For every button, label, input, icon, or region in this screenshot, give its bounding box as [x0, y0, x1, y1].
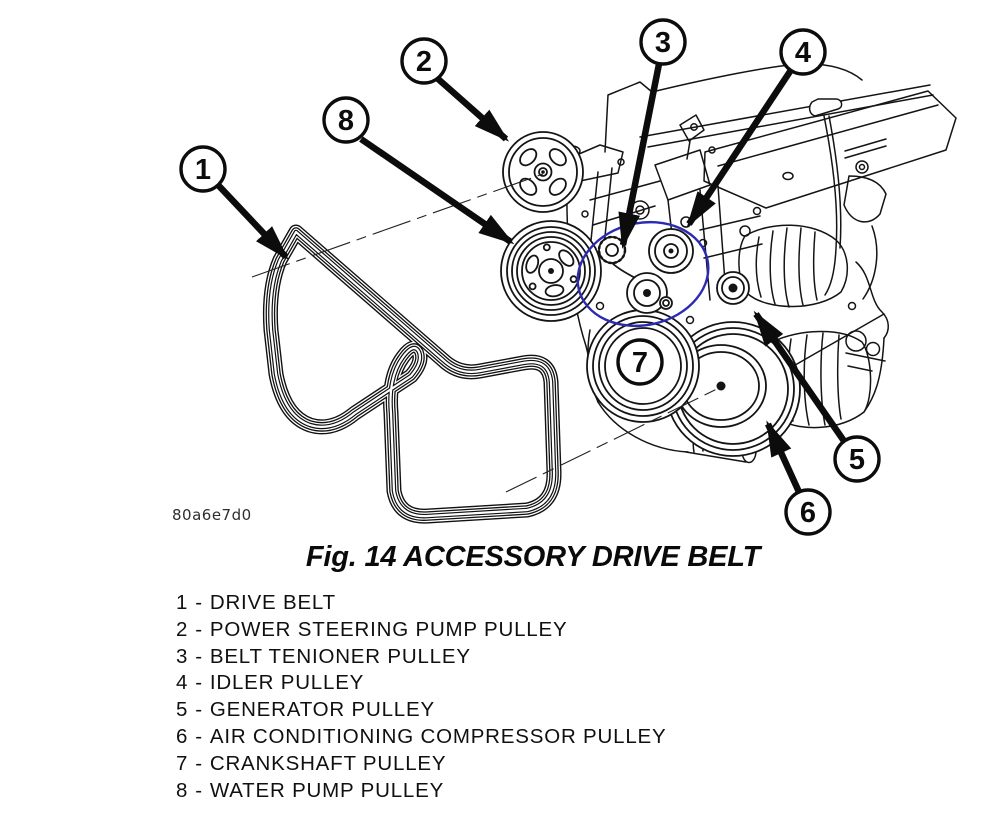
- legend-item-number: 5: [176, 698, 189, 722]
- drive-belt: [262, 224, 562, 524]
- callout-5-circle: [833, 435, 881, 483]
- legend-item-number: 1: [176, 591, 189, 614]
- legend-item-number: 7: [176, 751, 189, 775]
- callout-1-circle: [179, 145, 227, 193]
- callout-arrow-4: [686, 68, 794, 228]
- callout-7: 7: [616, 338, 664, 386]
- generator-pulley: [716, 271, 750, 305]
- callout-4: 4: [779, 28, 827, 76]
- figure-diagram: 1 2 3 4 5 6 7: [179, 18, 957, 536]
- alignment-line-power-steering: [251, 173, 544, 278]
- callout-arrow-8: [359, 136, 515, 245]
- water-pump-pulley: [500, 220, 602, 322]
- legend-item-label: GENERATOR PULLEY: [209, 698, 435, 722]
- legend-item-label: AIR CONDITIONING COMPRESSOR PULLEY: [209, 724, 667, 748]
- callout-3: 3: [639, 18, 687, 66]
- legend-item-number: 4: [176, 671, 189, 695]
- callout-2-circle: [400, 37, 448, 85]
- legend-item-label: CRANKSHAFT PULLEY: [209, 751, 447, 775]
- legend-item: 8-WATER PUMP PULLEY: [176, 778, 666, 805]
- legend-item-separator: -: [195, 698, 203, 722]
- legend-item-separator: -: [195, 751, 203, 775]
- callout-8-circle: [322, 96, 370, 144]
- legend-item: 2-POWER STEERING PUMP PULLEY: [176, 617, 666, 644]
- callout-2-number: 2: [416, 46, 432, 78]
- tensioner-pulley: [597, 235, 673, 314]
- callout-4-number: 4: [795, 37, 811, 69]
- legend-item-separator: -: [195, 617, 203, 641]
- legend-item: 5-GENERATOR PULLEY: [176, 697, 666, 724]
- legend-item-label: IDLER PULLEY: [209, 671, 365, 695]
- figure-code: 80a6e7d0: [172, 506, 252, 524]
- callout-5: 5: [833, 435, 881, 483]
- callout-7-circle: [616, 338, 664, 386]
- legend-item-label: POWER STEERING PUMP PULLEY: [209, 617, 568, 641]
- callout-1-number: 1: [195, 154, 211, 186]
- callout-6-number: 6: [800, 497, 816, 529]
- alignment-line-compressor: [505, 386, 722, 493]
- legend-item-label: WATER PUMP PULLEY: [209, 778, 445, 802]
- legend-item-label: BELT TENIONER PULLEY: [209, 644, 471, 668]
- legend-item-separator: -: [195, 724, 203, 748]
- callout-1: 1: [179, 145, 227, 193]
- callout-arrow-2: [434, 75, 509, 142]
- callout-arrow-3: [618, 63, 663, 249]
- power-steering-pump-pulley: [502, 131, 584, 213]
- legend-item: 3-BELT TENIONER PULLEY: [176, 644, 666, 671]
- legend-item-number: 8: [176, 778, 189, 802]
- idler-pulley: [648, 228, 694, 274]
- callout-6-circle: [784, 488, 832, 536]
- legend-item-separator: -: [195, 671, 203, 695]
- legend-item-number: 3: [176, 644, 189, 668]
- callout-7-number: 7: [632, 347, 648, 379]
- callout-8: 8: [322, 96, 370, 144]
- callout-8-number: 8: [338, 105, 354, 137]
- dipstick: [808, 98, 843, 296]
- callout-arrow-1: [216, 183, 289, 260]
- callout-arrow-6: [765, 420, 802, 494]
- legend-item-number: 6: [176, 724, 189, 748]
- legend-item-separator: -: [195, 644, 203, 668]
- legend-item-number: 2: [176, 617, 189, 641]
- callout-3-circle: [639, 18, 687, 66]
- callout-5-number: 5: [849, 444, 865, 476]
- callout-6: 6: [784, 488, 832, 536]
- legend-item-label: DRIVE BELT: [209, 591, 336, 614]
- legend-item-separator: -: [195, 591, 203, 614]
- callout-4-circle: [779, 28, 827, 76]
- legend-item: 1-DRIVE BELT: [176, 590, 666, 617]
- legend: 1-DRIVE BELT 2-POWER STEERING PUMP PULLE…: [176, 590, 666, 804]
- callout-3-number: 3: [655, 27, 671, 59]
- callout-arrow-5: [753, 310, 847, 443]
- legend-item: 4-IDLER PULLEY: [176, 670, 666, 697]
- figure-caption: Fig. 14 ACCESSORY DRIVE BELT: [305, 541, 761, 573]
- callout-2: 2: [400, 37, 448, 85]
- legend-item: 6-AIR CONDITIONING COMPRESSOR PULLEY: [176, 724, 666, 751]
- legend-item-separator: -: [195, 778, 203, 802]
- legend-item: 7-CRANKSHAFT PULLEY: [176, 751, 666, 778]
